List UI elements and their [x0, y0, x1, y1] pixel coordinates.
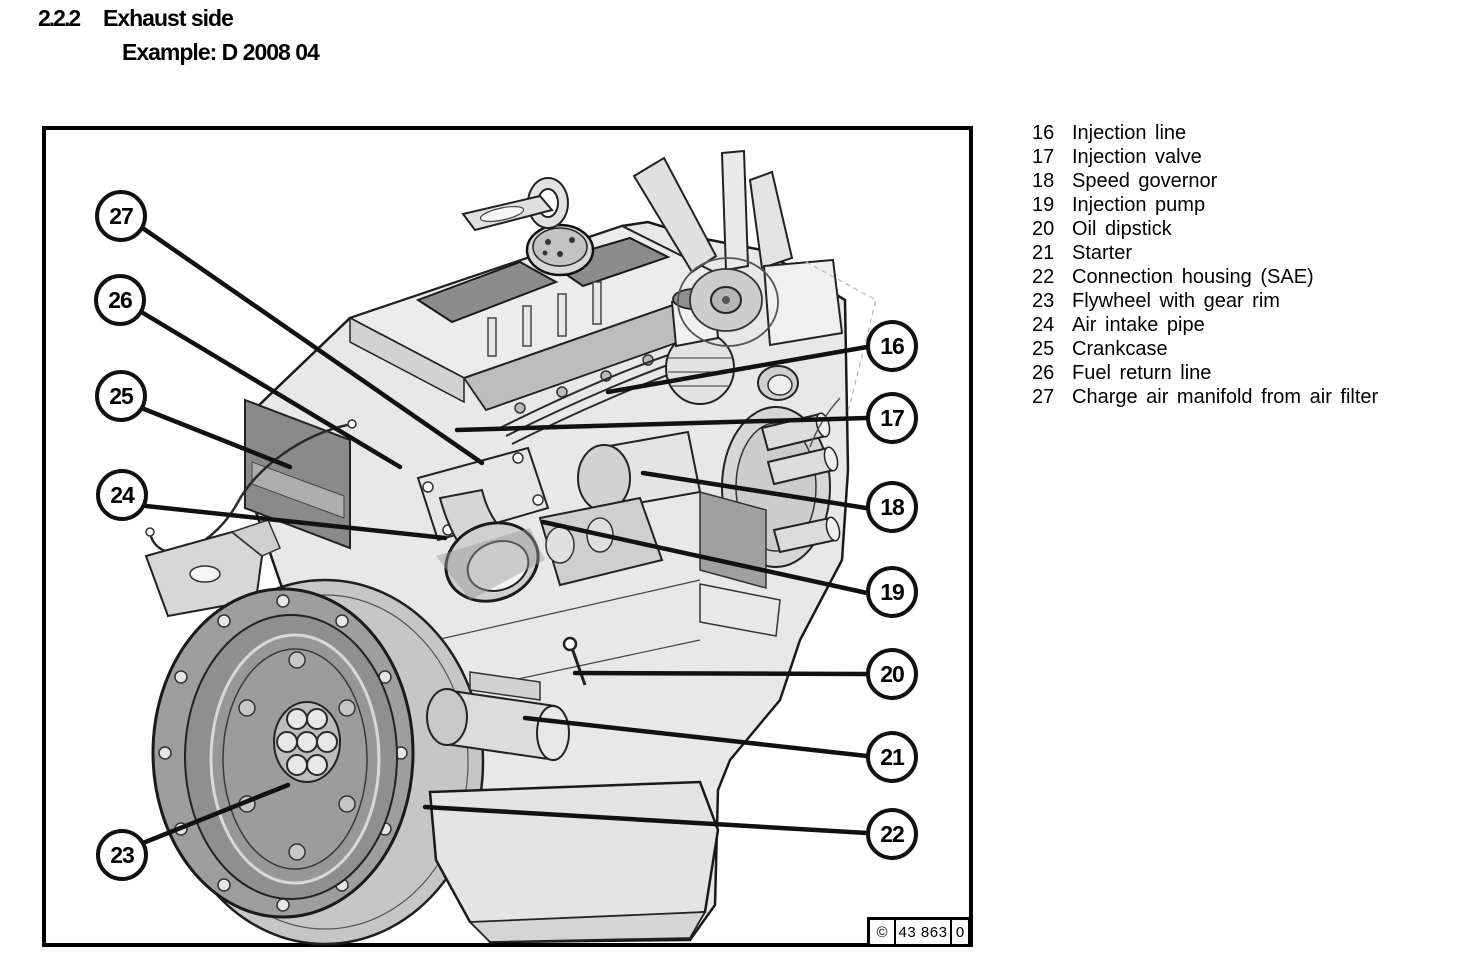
- legend-item-label: Flywheel with gear rim: [1072, 290, 1280, 312]
- legend-item-label: Injection valve: [1072, 146, 1202, 168]
- callout-23-number: 23: [110, 841, 135, 868]
- parts-legend: 16 Injection line 17 Injection valve 18 Spe…: [1032, 121, 1378, 409]
- legend-item-label: Injection pump: [1072, 194, 1206, 216]
- legend-item-number: 26: [1032, 362, 1055, 384]
- callout-23: 23: [96, 829, 148, 881]
- legend-item-number: 22: [1032, 266, 1055, 288]
- callout-26-number: 26: [108, 286, 133, 313]
- legend-item-16: 16 Injection line: [1032, 121, 1378, 145]
- legend-item-number: 20: [1032, 218, 1055, 240]
- callout-19-number: 19: [880, 578, 905, 605]
- legend-item-number: 16: [1032, 122, 1055, 144]
- legend-item-24: 24 Air intake pipe: [1032, 313, 1378, 337]
- legend-item-19: 19 Injection pump: [1032, 193, 1378, 217]
- legend-item-label: Injection line: [1072, 122, 1187, 144]
- callout-22-number: 22: [880, 820, 905, 847]
- callout-20: 20: [866, 648, 918, 700]
- legend-item-label: Connection housing (SAE): [1072, 266, 1314, 288]
- legend-item-number: 23: [1032, 290, 1055, 312]
- callout-17: 17: [866, 392, 918, 444]
- legend-item-number: 18: [1032, 170, 1055, 192]
- callout-24: 24: [96, 469, 148, 521]
- figure-number: 43 863: [896, 920, 952, 944]
- callout-25-number: 25: [109, 382, 134, 409]
- figure-revision: 0: [955, 923, 965, 941]
- callout-27-number: 27: [109, 202, 134, 229]
- legend-item-21: 21 Starter: [1032, 241, 1378, 265]
- figure-reference-stamp: © 43 863 0: [867, 917, 971, 947]
- callout-27: 27: [95, 190, 147, 242]
- legend-item-label: Charge air manifold from air filter: [1072, 386, 1379, 408]
- section-number: 2.2.2: [38, 5, 81, 31]
- legend-item-number: 21: [1032, 242, 1055, 264]
- legend-item-17: 17 Injection valve: [1032, 145, 1378, 169]
- section-example-line: Example: D 2008 04: [122, 39, 320, 65]
- legend-item-label: Starter: [1072, 242, 1133, 264]
- callout-24-number: 24: [110, 481, 135, 508]
- legend-item-22: 22 Connection housing (SAE): [1032, 265, 1378, 289]
- callout-18: 18: [866, 481, 918, 533]
- legend-item-number: 24: [1032, 314, 1055, 336]
- callout-19: 19: [866, 566, 918, 618]
- legend-item-23: 23 Flywheel with gear rim: [1032, 289, 1378, 313]
- legend-item-number: 27: [1032, 386, 1055, 408]
- callout-16: 16: [866, 320, 918, 372]
- callout-18-number: 18: [880, 493, 905, 520]
- callout-16-number: 16: [880, 332, 905, 359]
- legend-item-number: 25: [1032, 338, 1055, 360]
- legend-item-label: Air intake pipe: [1072, 314, 1205, 336]
- figure-frame: [42, 126, 973, 947]
- callout-21: 21: [866, 731, 918, 783]
- legend-item-25: 25 Crankcase: [1032, 337, 1378, 361]
- legend-item-26: 26 Fuel return line: [1032, 361, 1378, 385]
- copyright-symbol: ©: [870, 920, 896, 944]
- callout-21-number: 21: [880, 743, 905, 770]
- legend-item-label: Speed governor: [1072, 170, 1218, 192]
- legend-item-18: 18 Speed governor: [1032, 169, 1378, 193]
- legend-item-label: Fuel return line: [1072, 362, 1212, 384]
- legend-item-20: 20 Oil dipstick: [1032, 217, 1378, 241]
- callout-20-number: 20: [880, 660, 905, 687]
- callout-22: 22: [866, 808, 918, 860]
- section-title: Exhaust side: [103, 5, 234, 31]
- legend-item-number: 17: [1032, 146, 1055, 168]
- callout-17-number: 17: [880, 404, 905, 431]
- legend-item-label: Crankcase: [1072, 338, 1168, 360]
- callout-26: 26: [94, 274, 146, 326]
- legend-item-label: Oil dipstick: [1072, 218, 1172, 240]
- callout-25: 25: [95, 370, 147, 422]
- legend-item-number: 19: [1032, 194, 1055, 216]
- legend-item-27: 27 Charge air manifold from air filter: [1032, 385, 1378, 409]
